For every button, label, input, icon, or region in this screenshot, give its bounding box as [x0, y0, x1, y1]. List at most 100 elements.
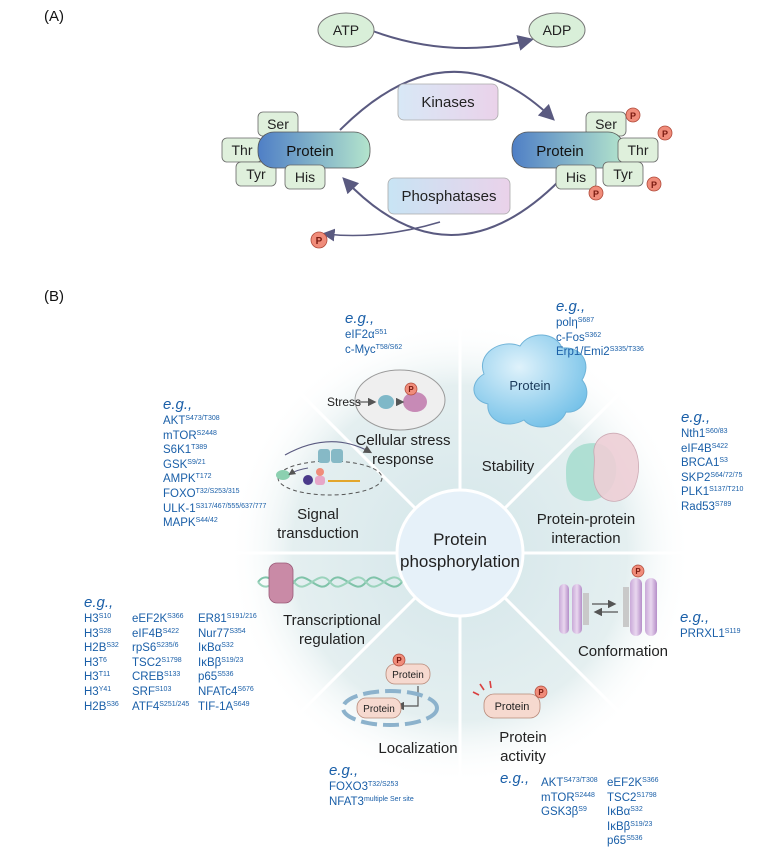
examples-activity-eg: e.g., [500, 770, 529, 788]
example-entry: IκBβS19/23 [607, 820, 659, 835]
svg-text:His: His [295, 169, 315, 185]
example-entry: p65S536 [607, 834, 659, 849]
example-entry: TSC2S1798 [132, 656, 189, 671]
example-protein: SKP2 [681, 471, 711, 484]
ppi-shape-right [593, 432, 639, 502]
conformation-title: Conformation [578, 643, 668, 660]
svg-text:Ser: Ser [595, 116, 617, 132]
example-protein: c-Fos [556, 331, 585, 344]
examples-stress: e.g., eIF2αS51 c-MycT58/S62 [345, 310, 402, 357]
example-entry: Erp1/Emi2S335/T336 [556, 345, 644, 360]
example-entry: CREBS133 [132, 670, 189, 685]
example-site: S473/T308 [185, 415, 220, 422]
example-protein: ULK-1 [163, 502, 196, 515]
conf-phospho [631, 564, 645, 578]
example-entry: MAPKS44/42 [163, 516, 266, 531]
example-protein: ER81 [198, 613, 227, 625]
eg-label: e.g., [556, 298, 586, 315]
stability-title: Stability [482, 458, 535, 475]
example-entry: H3T11 [84, 670, 119, 685]
example-protein: H3 [84, 685, 99, 698]
example-entry: GSK3βS9 [541, 805, 598, 820]
right-protein-label: Protein [536, 143, 584, 160]
example-protein: IκBβ [607, 820, 631, 833]
atp-bubble [317, 12, 375, 48]
example-entry: Rad53S789 [681, 500, 743, 515]
eg-label: e.g., [163, 396, 193, 413]
phospho-his: P [588, 185, 604, 201]
example-site: S335/T336 [609, 346, 644, 354]
example-site: S235/6 [156, 642, 179, 650]
example-entry: c-MycT58/S62 [345, 343, 402, 358]
example-site: S9/21 [187, 458, 206, 466]
eg-label: e.g., [345, 310, 375, 327]
svg-text:Thr: Thr [232, 142, 253, 158]
residue-tyr-left [235, 161, 277, 187]
example-protein: SRF [132, 685, 155, 698]
example-site: T32/S253/315 [195, 487, 240, 495]
example-protein: FOXO3 [329, 781, 368, 793]
svg-text:P: P [635, 567, 641, 576]
eg-label: e.g., [84, 594, 114, 611]
svg-text:P: P [396, 656, 402, 665]
example-entry: ATF4S251/245 [132, 700, 189, 715]
example-site: S2448 [574, 791, 595, 799]
example-protein: S6K1 [163, 444, 192, 457]
example-entry: mTORS2448 [541, 791, 598, 806]
example-site: T11 [98, 671, 111, 679]
example-site: multiple Ser site [363, 795, 414, 803]
example-site: S9 [578, 806, 587, 814]
examples-conformation: e.g., PRRXL1S119 [680, 609, 741, 642]
example-site: S10 [98, 613, 112, 620]
example-site: Y41 [98, 685, 112, 693]
svg-text:His: His [566, 169, 586, 185]
phospho-tyr: P [646, 176, 662, 192]
svg-text:P: P [316, 236, 323, 247]
svg-text:P: P [651, 180, 657, 190]
example-site: S32 [106, 642, 119, 650]
svg-text:P: P [593, 189, 599, 199]
example-site: S32 [630, 806, 643, 814]
example-entry: c-FosS362 [556, 331, 644, 346]
example-protein: H3 [84, 627, 99, 640]
example-protein: p65 [198, 671, 218, 684]
example-site: S36 [106, 700, 119, 708]
svg-text:Protein: Protein [392, 670, 424, 681]
phosphatase-arc [342, 177, 561, 236]
example-entry: IκBβS19/23 [198, 656, 257, 671]
example-protein: AKT [163, 415, 186, 427]
example-protein: TSC2 [607, 791, 637, 804]
loc-nucleus [341, 689, 439, 727]
conf-tube-2 [630, 578, 642, 636]
wheel-spokes [213, 300, 707, 806]
transcription-factor [268, 562, 294, 604]
example-site: S28 [98, 627, 112, 635]
example-site: T389 [191, 444, 208, 452]
example-site: S536 [217, 671, 234, 679]
example-site: S137/T210 [709, 486, 744, 494]
example-protein: PLK1 [681, 486, 710, 499]
example-protein: mTOR [163, 429, 197, 442]
center-circle [395, 488, 525, 618]
example-site: S51 [374, 329, 388, 336]
localization-title: Localization [378, 740, 457, 757]
example-protein: eEF2K [132, 613, 168, 625]
example-entry: AKTS473/T308 [163, 414, 266, 429]
example-protein: eIF2α [345, 329, 375, 341]
example-protein: eIF4B [132, 627, 163, 640]
example-entry: SKP2S64/72/75 [681, 471, 743, 486]
panel-b-label: (B) [44, 288, 64, 305]
eg-label: e.g., [680, 609, 710, 626]
phosphatases-label: Phosphatases [401, 188, 496, 205]
example-protein: c-Myc [345, 343, 376, 356]
example-entry: p65S536 [198, 670, 257, 685]
release-arrow [321, 221, 441, 242]
example-protein: PRRXL1 [680, 628, 725, 640]
stability-blob-label: Protein [509, 378, 550, 393]
